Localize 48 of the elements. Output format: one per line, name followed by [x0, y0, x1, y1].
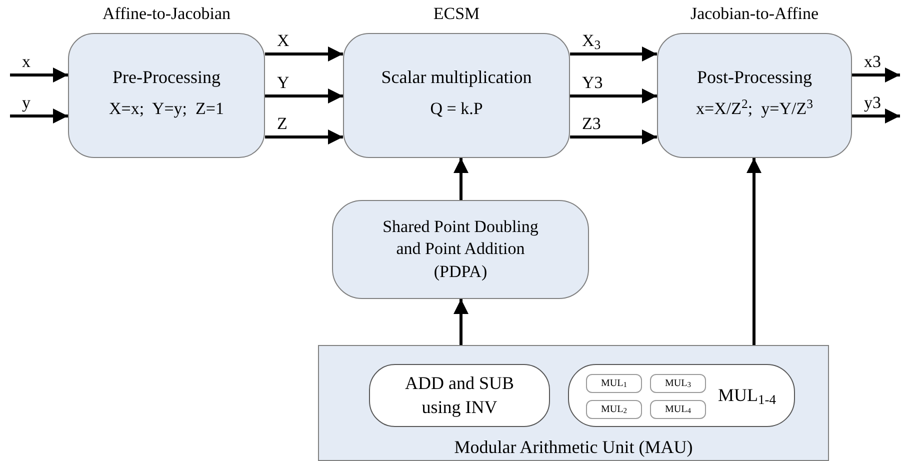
formula-text: X=x; Y=y; Z=1 [108, 100, 225, 117]
arrow [265, 130, 343, 144]
arrow [852, 68, 900, 82]
arrow [265, 46, 343, 62]
formula-text: Q = k.P [429, 100, 484, 117]
block-label: MUL$_{4}$ [664, 402, 692, 418]
edge-label: X$_{3}$ [582, 32, 601, 49]
arrow [10, 108, 68, 124]
edge-label: x3 [864, 53, 881, 70]
multiplier-group [568, 364, 795, 427]
multiplier-block [586, 400, 642, 419]
edge-label: y3 [864, 94, 881, 111]
unit-label: Modular Arithmetic Unit (MAU) [453, 438, 694, 456]
arrow [10, 68, 68, 82]
block-label: ADD and SUB using INV [404, 372, 515, 419]
arrow [570, 88, 657, 104]
process-box [332, 200, 589, 299]
edge-label: Y3 [582, 74, 603, 91]
function-block [369, 364, 550, 427]
arrow [265, 88, 343, 104]
block-title: Post-Processing [696, 68, 813, 86]
arrow [454, 299, 468, 345]
multiplier-block [650, 374, 706, 393]
block-title: Pre-Processing [112, 68, 222, 86]
arrow [454, 158, 468, 200]
arrow [570, 130, 657, 144]
block-title: Scalar multiplication [380, 68, 533, 86]
block-heading: ECSM [433, 5, 480, 22]
block-label: MUL$_{1-4}$ [718, 386, 776, 404]
unit-panel [318, 345, 829, 461]
formula-text: x=X/Z$^{2}$; y=Y/Z$^{3}$ [695, 100, 814, 117]
edge-label: Z3 [582, 115, 601, 132]
block-heading: Affine-to-Jacobian [102, 5, 231, 22]
multiplier-block [650, 400, 706, 419]
edge-label: x [22, 53, 30, 70]
block-heading: Jacobian-to-Affine [690, 5, 819, 22]
multiplier-block [586, 374, 642, 393]
block-label: MUL$_{2}$ [600, 402, 628, 418]
edge-label: Z [277, 115, 288, 132]
block-label: MUL$_{1}$ [600, 376, 628, 392]
edge-label: y [22, 94, 30, 111]
block-label: Shared Point Doubling and Point Addition (PDPA) [382, 216, 540, 283]
block-label: MUL$_{3}$ [664, 376, 692, 392]
arrow [570, 46, 657, 62]
arrow [746, 158, 762, 345]
arrow [852, 108, 900, 124]
edge-label: Y [277, 74, 290, 91]
edge-label: X [277, 32, 290, 49]
